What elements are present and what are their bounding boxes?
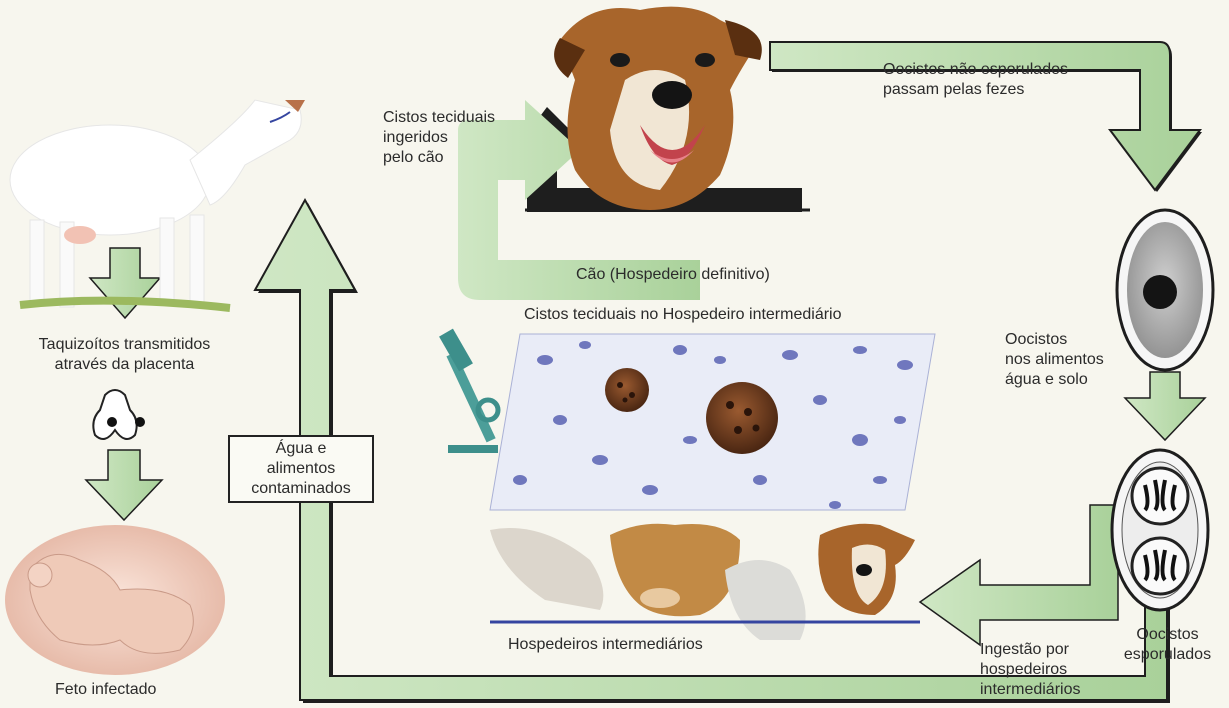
- infected-fetus-image: [5, 525, 225, 675]
- label-intermediate-hosts: Hospedeiros intermediários: [508, 635, 703, 655]
- label-water-food-contaminated: Água e alimentos contaminados: [228, 435, 374, 503]
- label-dog-definitive-host: Cão (Hospedeiro definitivo): [576, 265, 770, 285]
- arrow-placenta-to-fetus: [86, 450, 162, 520]
- dog-head-image: [554, 7, 762, 210]
- arrow-sporulated-to-hosts: [920, 505, 1118, 645]
- label-tachyzoites-placenta: Taquizoítos transmitidos através da plac…: [12, 335, 237, 375]
- microscope-icon: [439, 329, 498, 453]
- placenta-icon: [93, 390, 145, 439]
- sporulated-oocyst-image: [1112, 450, 1208, 610]
- pregnant-cow-image: [10, 100, 305, 308]
- intermediate-hosts-image: [490, 524, 920, 640]
- arrow-cow-to-placenta: [90, 248, 160, 318]
- label-tissue-cysts-ingested: Cistos teciduais ingeridos pelo cão: [383, 108, 495, 168]
- label-oocysts-sporulated: Oocistos esporulados: [1110, 625, 1225, 665]
- histology-panel-image: [490, 334, 935, 510]
- label-ingestion-intermediate: Ingestão por hospedeiros intermediários: [980, 640, 1080, 700]
- label-oocysts-unsporulated: Oocistos não esporulados passam pelas fe…: [883, 60, 1068, 100]
- label-infected-fetus: Feto infectado: [55, 680, 156, 700]
- arrow-oocyst-to-sporulated: [1125, 372, 1205, 440]
- label-oocysts-in-food: Oocistos nos alimentos água e solo: [1005, 330, 1104, 390]
- unsporulated-oocyst-image: [1117, 210, 1213, 370]
- label-tissue-cysts-intermediate: Cistos teciduais no Hospedeiro intermedi…: [524, 305, 842, 325]
